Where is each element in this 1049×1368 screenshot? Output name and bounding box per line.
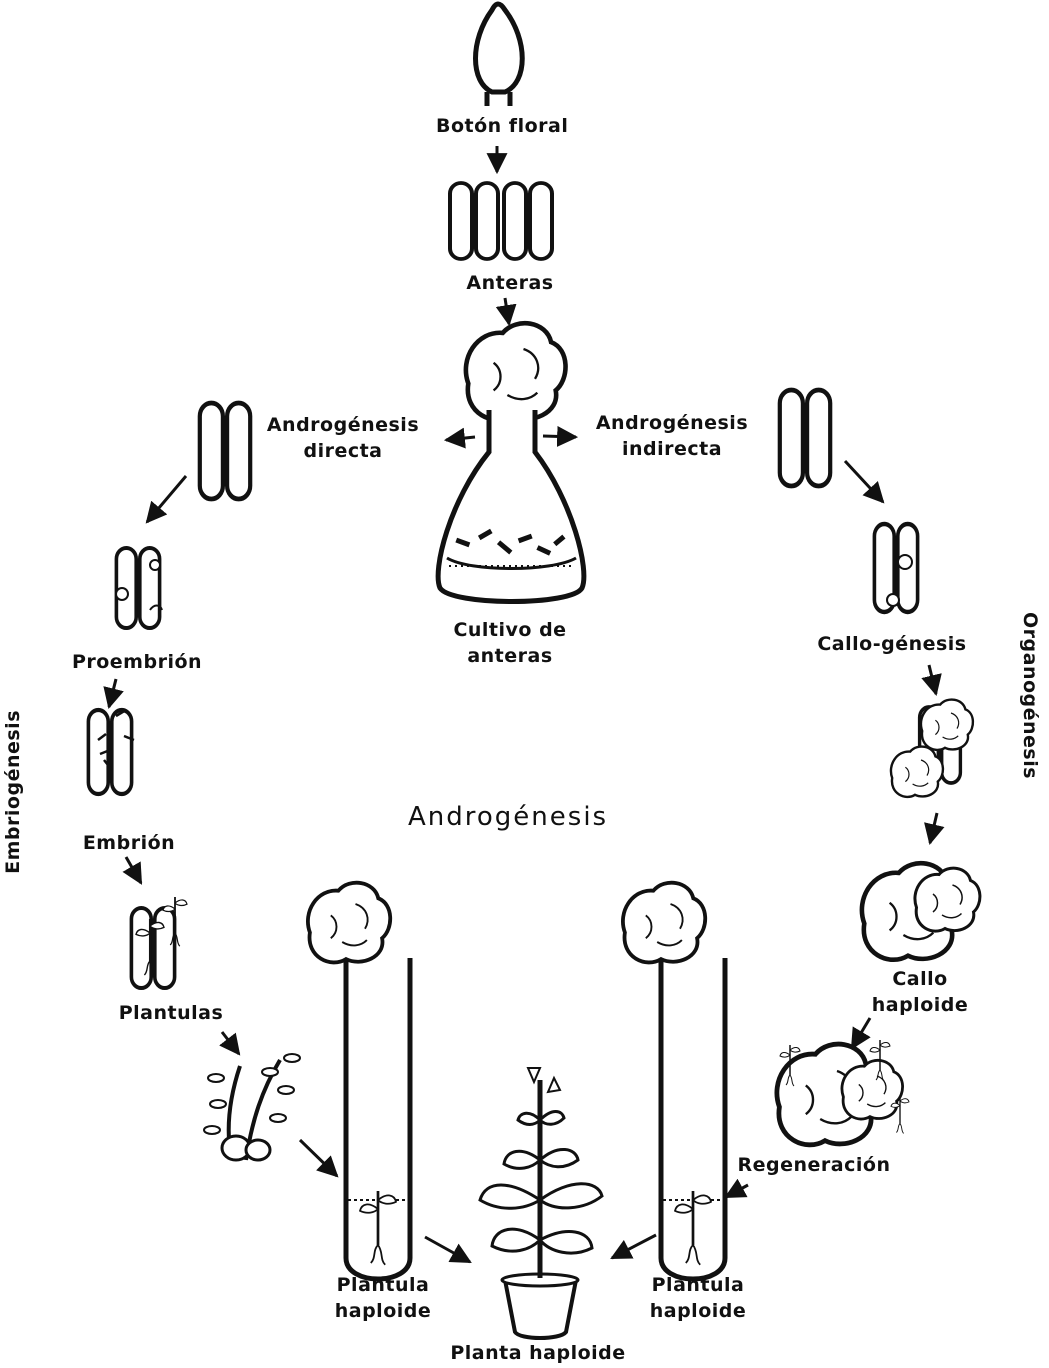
arrow-callus-to-regeneration xyxy=(852,1018,870,1048)
test-tube-right-icon xyxy=(623,883,725,1279)
anther-callus-start-icon xyxy=(874,524,917,612)
arrow-right-tube-to-plant xyxy=(612,1235,656,1258)
label-anther-culture-line1: Cultivo de xyxy=(448,617,572,643)
culture-flask-icon xyxy=(438,323,584,601)
label-anther-culture: Cultivo de anteras xyxy=(448,617,572,669)
side-label-embryogenesis: Embriogénesis xyxy=(2,710,24,874)
side-label-organogenesis: Organogénesis xyxy=(1019,612,1041,779)
arrow-to-callus xyxy=(930,813,937,843)
label-plantlet-haploid-left-line2: haploide xyxy=(328,1298,438,1324)
label-haploid-callus-line1: Callo xyxy=(860,966,980,992)
arrow-anthers-to-flask xyxy=(505,298,509,324)
arrow-flask-left xyxy=(446,437,475,440)
label-haploid-plant: Planta haploide xyxy=(443,1340,633,1366)
growing-callus-icon xyxy=(891,700,973,797)
embryo-icon xyxy=(88,710,134,794)
arrow-plantlets-down xyxy=(222,1032,239,1054)
regenerating-callus-icon xyxy=(777,1040,909,1145)
label-androgenesis-directa-line2: directa xyxy=(258,438,428,464)
label-plantlet-haploid-right-line2: haploide xyxy=(640,1298,756,1324)
label-androgenesis-indirecta-line2: indirecta xyxy=(589,436,755,462)
arrow-left-tube-to-plant xyxy=(425,1237,470,1262)
haploid-callus-icon xyxy=(862,863,980,960)
plantlets-in-anther-icon xyxy=(131,897,187,988)
anthers-top-icon xyxy=(450,183,552,259)
label-plantlet-haploid-left: Plantula haploide xyxy=(328,1272,438,1324)
label-anther-culture-line2: anteras xyxy=(448,643,572,669)
label-plantlets: Plantulas xyxy=(104,1000,238,1026)
label-androgenesis-directa-line1: Androgénesis xyxy=(258,412,428,438)
arrow-flask-right xyxy=(543,436,576,437)
arrow-left-anthers-to-proembryo xyxy=(147,476,186,522)
anthers-right-icon xyxy=(780,390,830,486)
label-haploid-callus: Callo haploide xyxy=(860,966,980,1018)
arrow-proembryo-to-embryo xyxy=(109,679,116,707)
label-plantlet-haploid-right: Plantula haploide xyxy=(640,1272,756,1324)
branching-plantlets-icon xyxy=(204,1054,300,1160)
diagram-title: Androgénesis xyxy=(408,802,608,832)
label-plantlet-haploid-right-line1: Plantula xyxy=(640,1272,756,1298)
label-regeneration: Regeneración xyxy=(734,1152,894,1178)
arrow-regeneration-to-tube xyxy=(726,1185,748,1197)
label-anthers: Anteras xyxy=(462,270,558,296)
potted-plant-icon xyxy=(480,1068,602,1338)
label-haploid-callus-line2: haploide xyxy=(860,992,980,1018)
label-proembryo: Proembrión xyxy=(62,649,212,675)
anthers-left-icon xyxy=(200,403,250,499)
label-flower-bud: Botón floral xyxy=(436,113,560,139)
proembryo-icon xyxy=(116,548,162,628)
label-embryo: Embrión xyxy=(66,830,192,856)
label-androgenesis-indirecta-line1: Androgénesis xyxy=(589,410,755,436)
label-plantlet-haploid-left-line1: Plantula xyxy=(328,1272,438,1298)
test-tube-left-icon xyxy=(308,883,410,1279)
arrow-to-left-tube xyxy=(300,1140,337,1176)
label-androgenesis-indirecta: Androgénesis indirecta xyxy=(589,410,755,462)
flower-bud-icon xyxy=(476,4,523,106)
arrow-callus-genesis-down xyxy=(929,665,936,694)
arrow-right-anthers-to-callus xyxy=(845,461,883,502)
label-callus-genesis: Callo-génesis xyxy=(808,631,976,657)
arrow-embryo-to-plantlets xyxy=(126,857,141,883)
label-androgenesis-directa: Androgénesis directa xyxy=(258,412,428,464)
